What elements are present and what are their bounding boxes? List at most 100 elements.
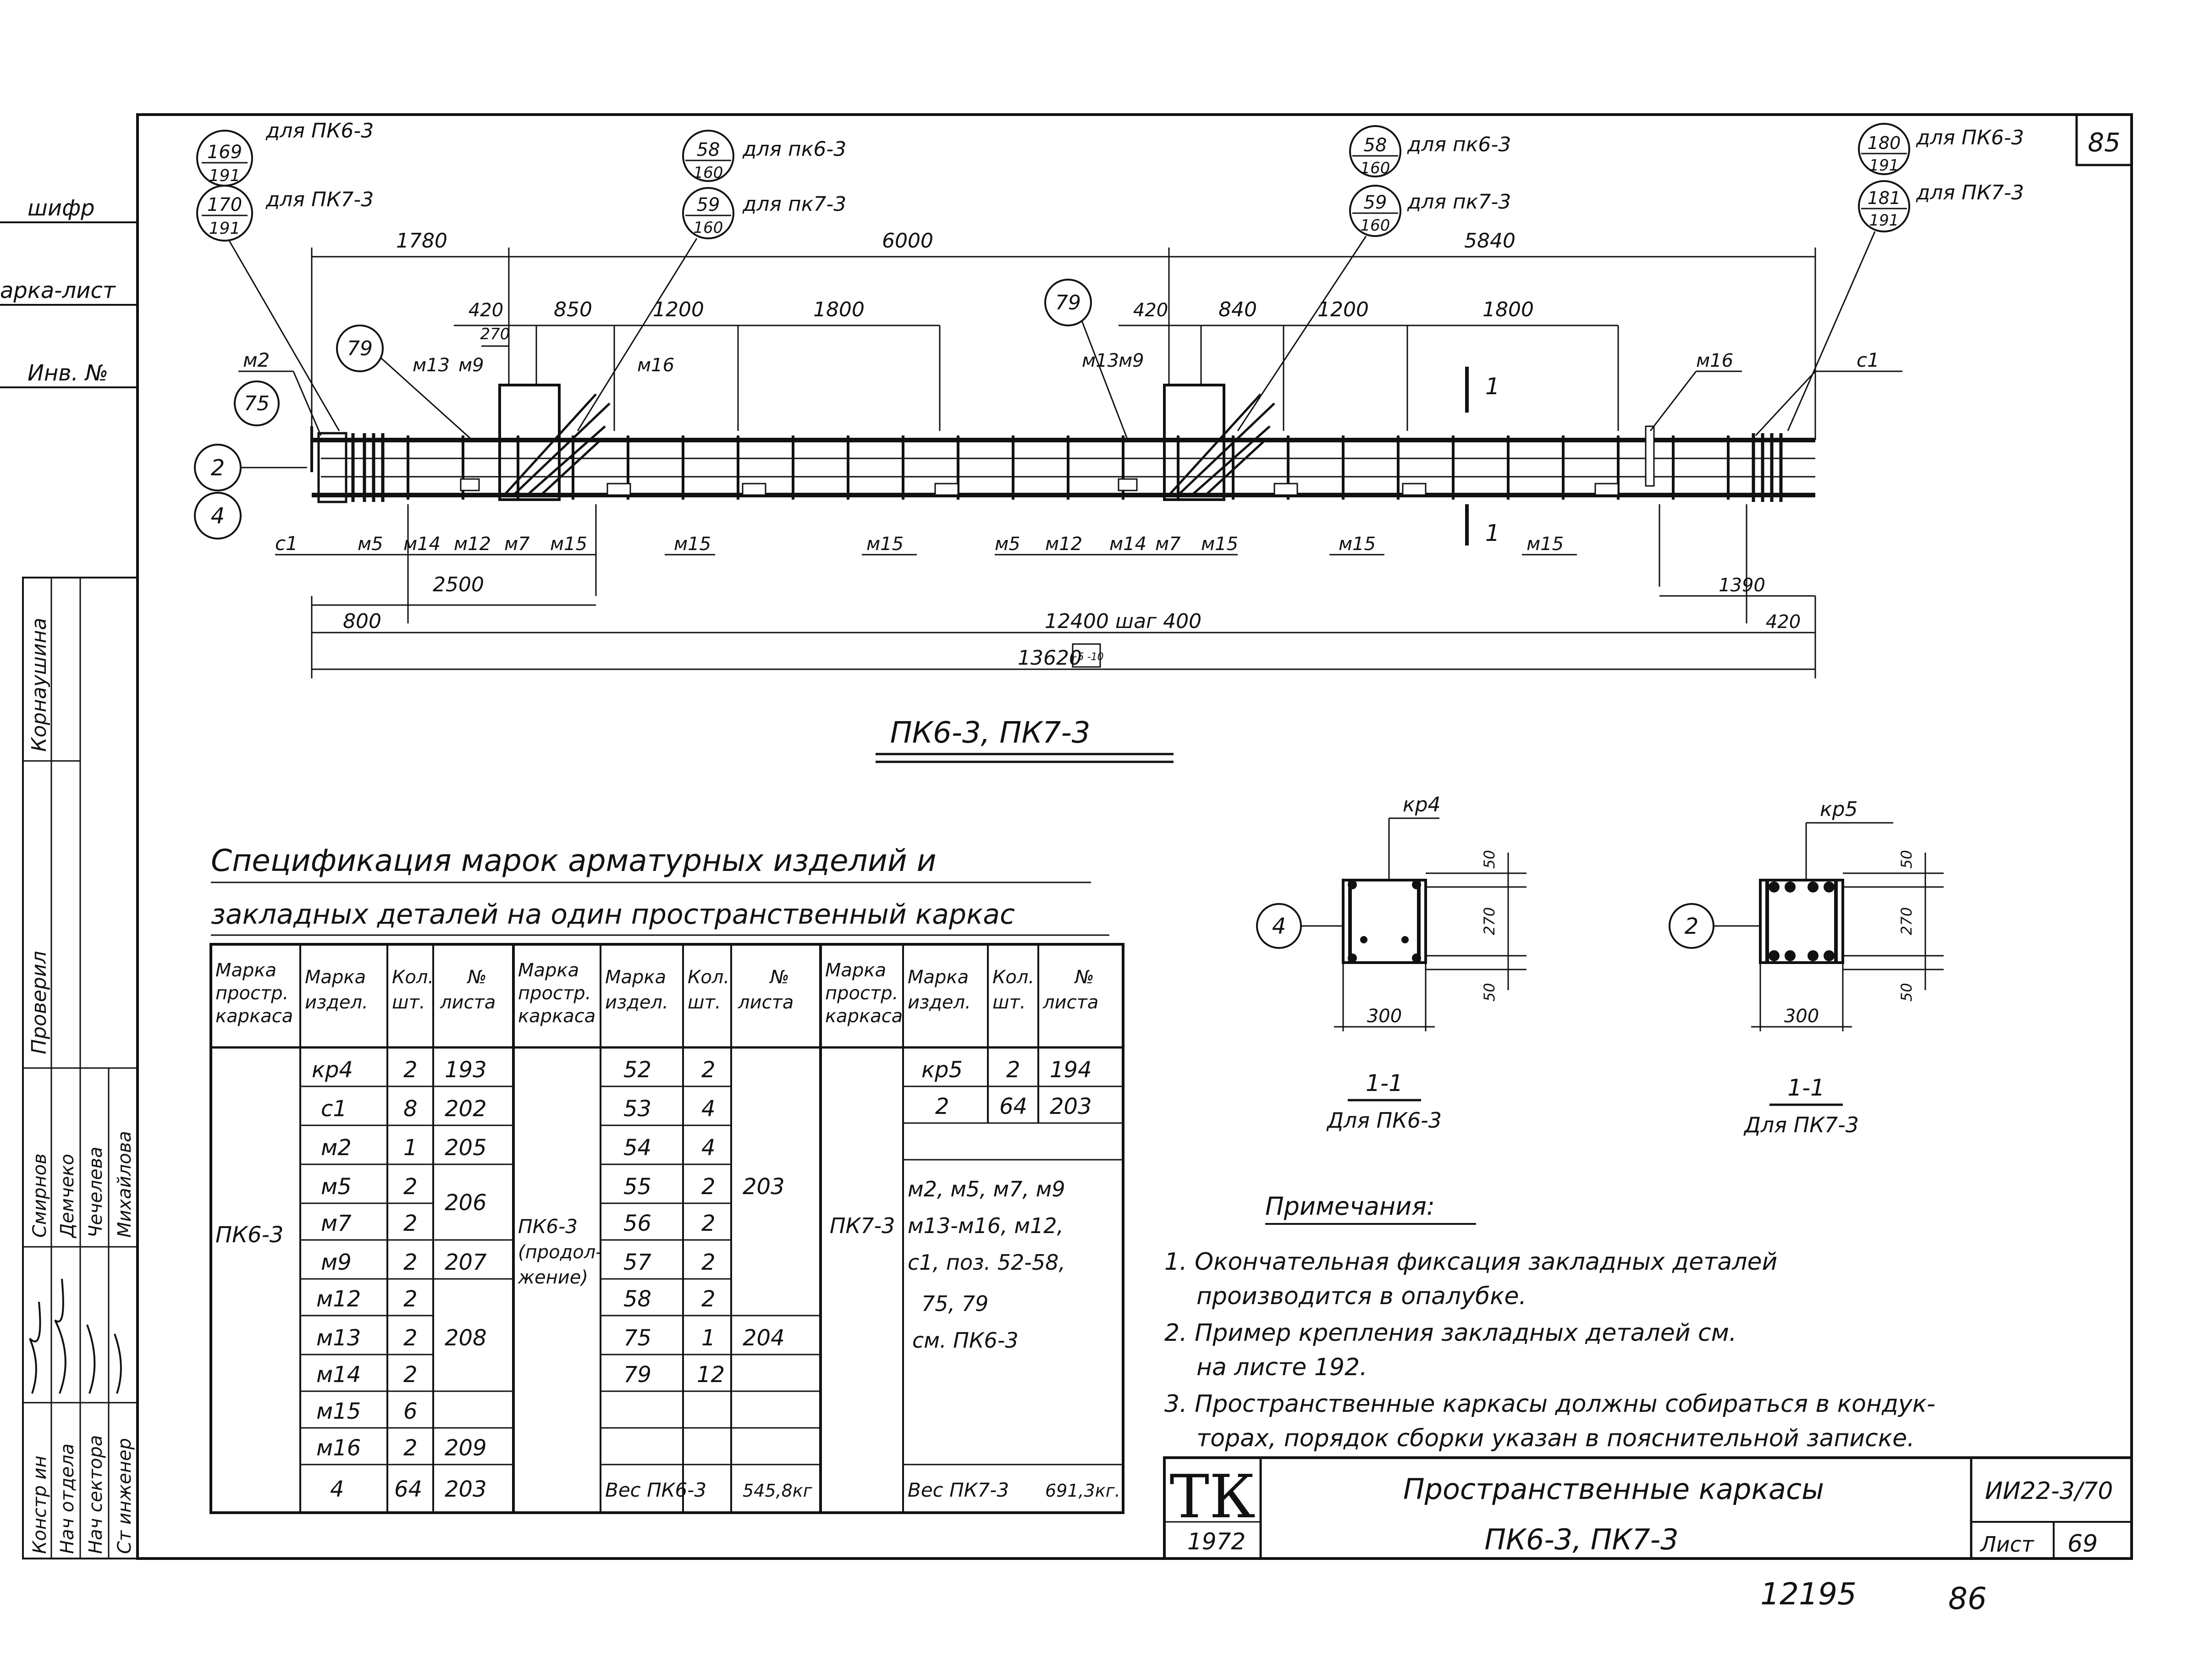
lbl-c1b: с1 <box>275 532 298 555</box>
callout-59a-label: для пк7-3 <box>742 193 846 216</box>
lbl-m14b: м14 <box>1109 534 1146 555</box>
h1-l1: Марка <box>215 960 276 981</box>
section-kr4-mark: кр4 <box>1403 793 1441 816</box>
h10-l2: издел. <box>908 992 971 1013</box>
spec-title-line2: закладных деталей на один пространственн… <box>211 898 1015 931</box>
callout-181-label: для ПК7-3 <box>1916 181 2024 204</box>
g2-r1-mark: 53 <box>623 1096 651 1122</box>
lbl-m14a: м14 <box>403 534 441 555</box>
g3-r1-qty: 64 <box>999 1094 1027 1119</box>
g1-r0-sheet: 193 <box>445 1057 487 1083</box>
dim-800: 800 <box>343 610 381 633</box>
page-number-box <box>2075 113 2133 166</box>
g3-note-5: см. ПК6-3 <box>912 1328 1019 1353</box>
lbl-m13b: м13 <box>1082 350 1119 371</box>
g3-r0-mark: кр5 <box>921 1057 963 1083</box>
circle-75: 75 <box>244 392 270 415</box>
g2-r2-qty: 4 <box>701 1135 716 1161</box>
h10-l1: Марка <box>908 967 969 988</box>
spec-title-line1: Спецификация марок арматурных изделий и <box>211 843 937 878</box>
h12-l2: листа <box>1042 992 1098 1013</box>
lbl-m15b: м15 <box>674 534 711 555</box>
g2-r2-mark: 54 <box>623 1135 651 1161</box>
h6-l2: издел. <box>605 992 668 1013</box>
callout-180-sub: 191 <box>1869 156 1899 175</box>
g1-r1-mark: с1 <box>321 1096 347 1122</box>
approval-role-1: Констр ин <box>29 1455 50 1554</box>
lbl-m12a: м12 <box>454 534 491 555</box>
side-label-cipher: шифр <box>28 195 95 221</box>
g3-note-2: м13-м16, м12, <box>908 1213 1064 1238</box>
g3-frame: ПК7-3 <box>830 1213 895 1238</box>
g2-r6-mark: 58 <box>623 1286 651 1312</box>
bottom-number-1: 12195 <box>1760 1576 1857 1612</box>
dim-tolerance: +5 -10 <box>1069 651 1103 663</box>
h9-l1: Марка <box>825 960 886 981</box>
dim-6000: 6000 <box>882 229 933 253</box>
g2-sheet-204: 204 <box>743 1325 785 1351</box>
g1-r10-mark: м16 <box>316 1435 361 1461</box>
g2-r4-qty: 2 <box>701 1211 716 1236</box>
dim-420b: 420 <box>1133 300 1168 321</box>
h7-l2: шт. <box>688 992 721 1013</box>
g2-r5-mark: 57 <box>623 1250 652 1275</box>
g1-r4-qty: 2 <box>403 1211 418 1236</box>
dim-1390: 1390 <box>1719 575 1765 596</box>
circle-2: 2 <box>211 455 225 481</box>
note-line-6: торах, порядок сборки указан в пояснител… <box>1196 1425 1915 1452</box>
callout-58b: 58 <box>1364 135 1387 156</box>
g1-r1-qty: 8 <box>403 1096 418 1122</box>
h2-l2: издел. <box>305 992 368 1013</box>
circle-79-left: 79 <box>347 337 373 360</box>
approval-name-4: Михайлова <box>114 1131 135 1238</box>
g2-r7-mark: 75 <box>623 1325 651 1351</box>
callout-59a: 59 <box>697 194 720 215</box>
g1-r0-mark: кр4 <box>312 1057 353 1083</box>
g2-r3-mark: 55 <box>623 1174 651 1200</box>
g1-r11-sheet: 203 <box>445 1476 487 1502</box>
callout-59b-sub: 160 <box>1361 216 1390 235</box>
callouts-left: 169 191 для ПК6-3 170 191 для ПК7-3 <box>196 119 374 431</box>
side-label-inventory: Инв. № <box>28 360 108 386</box>
g1-r5-sheet: 207 <box>445 1250 487 1275</box>
g1-merged-208: 208 <box>445 1325 487 1351</box>
approval-role-top-1: Проверил <box>28 951 51 1054</box>
dim-1200b: 1200 <box>1317 298 1369 321</box>
g2-r0-mark: 52 <box>623 1057 651 1083</box>
h11-l2: шт. <box>992 992 1026 1013</box>
lbl-m13a: м13 <box>413 355 450 376</box>
lbl-c1a: с1 <box>1857 349 1879 371</box>
g1-r8-mark: м14 <box>316 1362 361 1388</box>
g2-r6-qty: 2 <box>701 1286 716 1312</box>
callout-169-label: для ПК6-3 <box>265 119 374 143</box>
h3-l1: Кол. <box>392 967 434 988</box>
g2-weight-label: Вес ПК6-3 <box>605 1479 706 1501</box>
dim-850: 850 <box>554 298 592 321</box>
h1-l3: каркаса <box>215 1006 293 1027</box>
page-number: 85 <box>2088 128 2120 158</box>
h1-l2: простр. <box>215 983 288 1004</box>
g2-r1-qty: 4 <box>701 1096 716 1122</box>
g1-r1-sheet: 202 <box>445 1096 487 1122</box>
callout-180: 180 <box>1868 133 1901 153</box>
circle-79-right: 79 <box>1055 291 1081 314</box>
lbl-m7a: м7 <box>504 534 530 555</box>
approval-name-3: Чечелева <box>85 1146 106 1238</box>
h4-l2: листа <box>440 992 496 1013</box>
dimension-lines <box>311 248 1816 678</box>
section-kr4: кр4 4 50 270 50 300 1-1 Для ПК6-3 <box>1256 793 1527 1133</box>
lbl-m15f: м15 <box>1527 534 1564 555</box>
title-year: 1972 <box>1187 1528 1246 1555</box>
bottom-number-2: 86 <box>1948 1581 1987 1616</box>
g1-frame: ПК6-3 <box>215 1222 284 1248</box>
notes-title: Примечания: <box>1265 1192 1435 1221</box>
g3-r1-mark: 2 <box>935 1094 949 1119</box>
dim-1780: 1780 <box>396 229 447 253</box>
g1-r7-qty: 2 <box>403 1325 418 1351</box>
title-block <box>1163 1456 2133 1560</box>
lbl-m15d: м15 <box>1201 534 1238 555</box>
g3-r1-sheet: 203 <box>1050 1094 1092 1119</box>
title-logo: ТК <box>1169 1462 1255 1531</box>
g2-weight-value: 545,8кг <box>743 1481 813 1501</box>
